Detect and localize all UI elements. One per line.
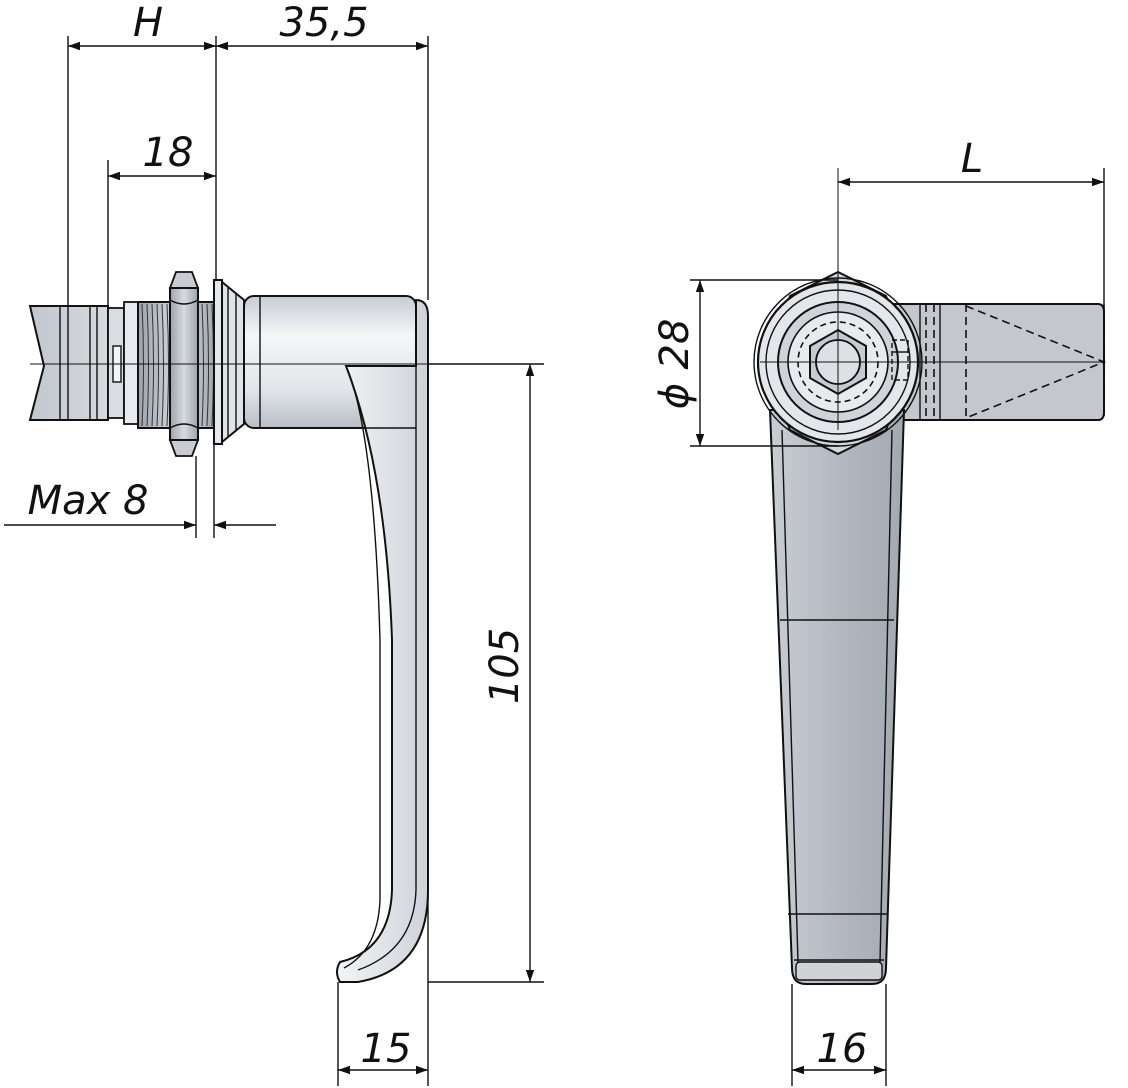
thread-line bbox=[161, 303, 164, 427]
thread-line bbox=[151, 303, 154, 427]
dim-top-length-label: 35,5 bbox=[279, 0, 368, 46]
handle-side bbox=[243, 295, 429, 983]
flange bbox=[213, 279, 245, 445]
side-extension-lines bbox=[67, 36, 544, 1086]
front-crosshair bbox=[760, 168, 1104, 430]
front-dimension-lines bbox=[695, 177, 1104, 1075]
dim-diameter-label: 28 bbox=[652, 319, 698, 370]
dim-thread-length-label: 18 bbox=[143, 130, 194, 176]
dim-height-label: 105 bbox=[482, 628, 528, 704]
thread-line bbox=[146, 303, 149, 427]
front-view: ϕ 28 L 16 bbox=[652, 136, 1107, 1086]
thread-line bbox=[156, 303, 159, 427]
dim-h-label: H bbox=[133, 0, 163, 46]
dim-front-width-label: 16 bbox=[817, 1026, 868, 1072]
thread-line bbox=[201, 303, 204, 427]
shaft-end bbox=[107, 301, 139, 425]
dim-max-panel-label: Max 8 bbox=[28, 478, 149, 524]
diameter-symbol: ϕ bbox=[652, 383, 698, 409]
handle-front bbox=[768, 409, 906, 985]
side-dimension-lines bbox=[4, 41, 535, 1075]
thread-line bbox=[206, 303, 209, 427]
dim-side-width-label: 15 bbox=[361, 1026, 412, 1072]
dim-lever-length-label: L bbox=[961, 136, 983, 182]
thread-line bbox=[141, 303, 144, 427]
side-view: H 35,5 18 Max 8 105 15 bbox=[4, 0, 544, 1086]
front-extension-lines bbox=[690, 168, 1105, 1086]
thread-line bbox=[166, 303, 169, 427]
dim-diameter-group: ϕ 28 bbox=[652, 319, 698, 410]
tongue-side bbox=[28, 305, 109, 421]
